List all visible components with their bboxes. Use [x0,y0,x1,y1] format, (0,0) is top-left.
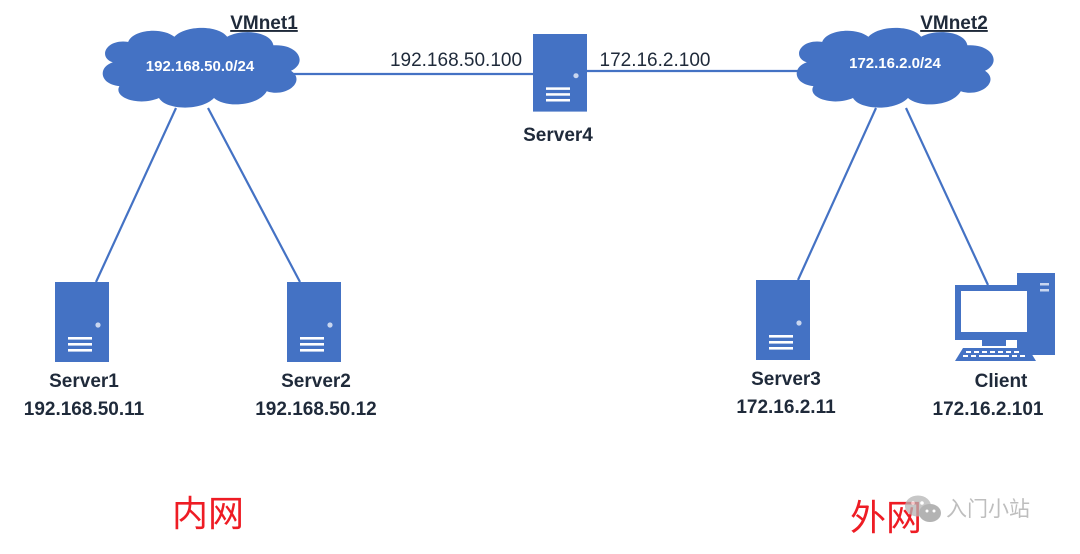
server1-node: Server1 192.168.50.11 [24,282,145,420]
server-tower-icon [533,34,587,112]
vmnet2-title: VMnet2 [920,13,988,34]
server-tower-icon [756,280,810,360]
link-vmnet2-server3 [796,107,878,281]
server2-ip: 192.168.50.12 [255,399,377,420]
server2-node: Server2 192.168.50.12 [255,282,377,420]
server1-name: Server1 [49,371,119,392]
desktop-computer-icon [955,273,1055,361]
server3-node: Server3 172.16.2.11 [736,280,836,418]
link-vmnet2-client [905,107,989,286]
watermark: 入门小站 [905,495,1030,522]
link-vmnet1-server1 [95,107,177,283]
client-name: Client [975,371,1028,392]
server4-node: 192.168.50.100 172.16.2.100 Server4 [390,34,711,146]
vmnet2-cloud: VMnet2 172.16.2.0/24 [796,13,994,108]
watermark-text: 入门小站 [946,497,1030,521]
vmnet1-title: VMnet1 [230,13,298,34]
server2-name: Server2 [281,371,351,392]
server-tower-icon [55,282,109,362]
server-tower-icon [287,282,341,362]
server1-ip: 192.168.50.11 [24,399,145,420]
server4-left-ip: 192.168.50.100 [390,50,522,71]
links [95,69,989,286]
vmnet1-cloud: VMnet1 192.168.50.0/24 [102,13,300,108]
vmnet2-subnet: 172.16.2.0/24 [849,55,941,72]
server4-name: Server4 [523,125,593,146]
server3-ip: 172.16.2.11 [736,397,836,418]
server4-right-ip: 172.16.2.100 [600,50,711,71]
vmnet1-subnet: 192.168.50.0/24 [146,58,255,75]
server3-name: Server3 [751,369,821,390]
wechat-icon [905,495,941,522]
client-node: Client 172.16.2.101 [933,273,1055,420]
link-vmnet1-server2 [207,107,301,283]
inner-zone-label: 内网 [172,494,244,535]
client-ip: 172.16.2.101 [933,399,1044,420]
